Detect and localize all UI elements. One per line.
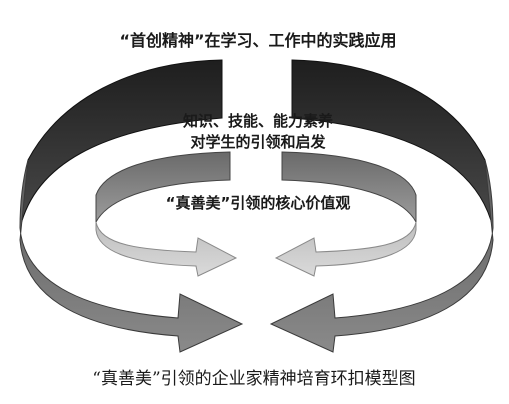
inner-arrow-right xyxy=(274,221,417,277)
inner-ring-label: “真善美”引领的核心价值观 xyxy=(166,194,351,212)
outer-arrow-left xyxy=(19,159,244,353)
diagram-caption: “真善美”引领的企业家精神培育环扣模型图 xyxy=(92,369,415,389)
middle-ring-label-line1: 知识、技能、能力素养 xyxy=(183,112,334,130)
middle-ring-label-line2: 对学生的引领和启发 xyxy=(190,133,326,151)
inner-arrow-left xyxy=(95,221,238,277)
outer-arrow-right xyxy=(269,159,494,353)
outer-ring-label: “首创精神”在学习、工作中的实践应用 xyxy=(119,31,396,50)
